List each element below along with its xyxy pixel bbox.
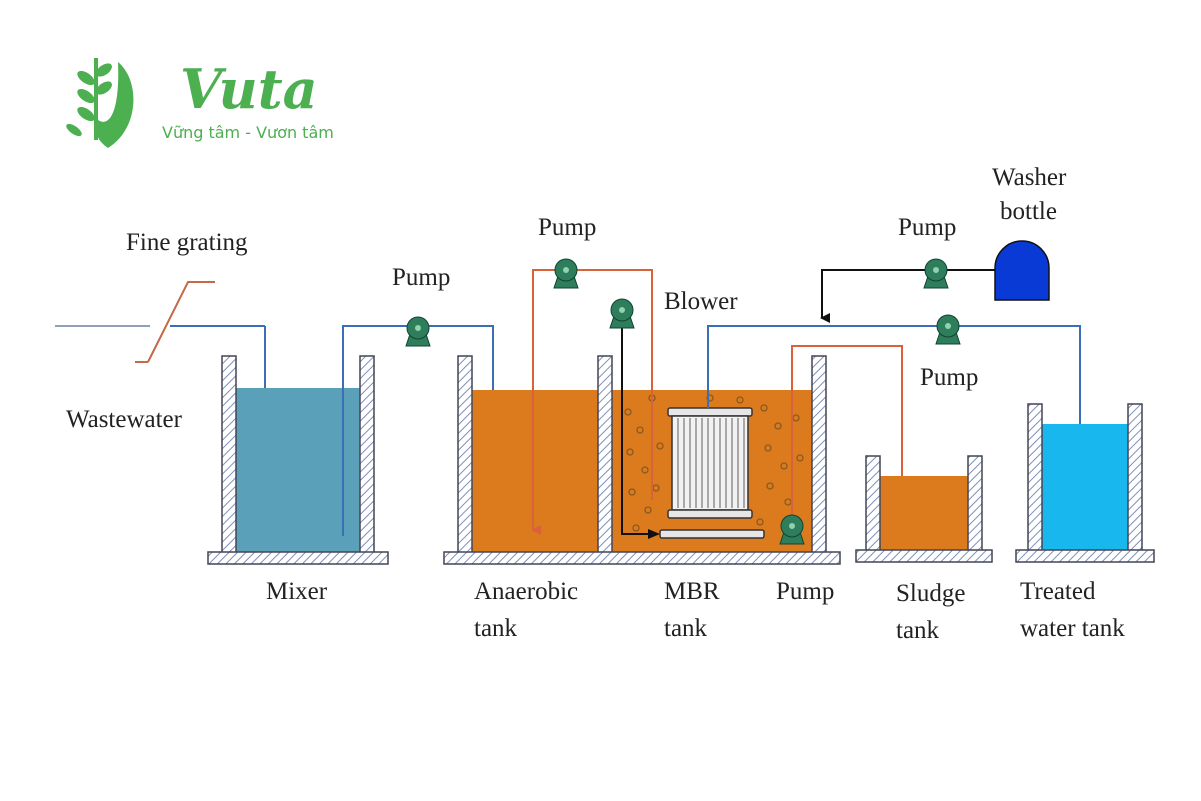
label-pump-washer: Pump: [898, 214, 956, 241]
mixer-tank: [207, 355, 389, 565]
sludge-contents: [880, 476, 968, 550]
pipe-sludge: [791, 345, 910, 535]
pump-icon: [923, 258, 949, 289]
label-washer: Washer: [992, 164, 1067, 191]
pump-icon: [779, 514, 805, 545]
label-blower: Blower: [664, 288, 738, 315]
aeration-bubbles: [624, 394, 804, 542]
label-pump-mixer: Pump: [392, 264, 450, 291]
anaerobic-mbr-tank: [443, 355, 841, 565]
diffuser-bar: [659, 529, 765, 539]
label-mixer: Mixer: [266, 578, 328, 605]
label-treated-water-tank: water tank: [1020, 615, 1125, 642]
pipe-recycle: [531, 269, 653, 535]
fine-grating: [135, 281, 215, 363]
label-pump-permeate: Pump: [920, 364, 978, 391]
brand-tagline: Vững tâm - Vươn tâm: [162, 123, 334, 142]
logo: Vuta Vững tâm - Vươn tâm: [66, 57, 334, 148]
label-bottle: bottle: [1000, 198, 1057, 225]
leaf-icon: [66, 58, 134, 148]
label-sludge: Sludge: [896, 580, 965, 607]
pump-icon: [935, 314, 961, 345]
blower-icon: [609, 298, 635, 329]
label-pump-sludge: Pump: [776, 578, 834, 605]
brand-name: Vuta: [180, 57, 318, 121]
label-pump-recycle: Pump: [538, 214, 596, 241]
pump-icon: [405, 316, 431, 347]
label-wastewater: Wastewater: [66, 406, 183, 433]
label-mbr: MBR: [664, 578, 720, 605]
mixer-water: [236, 388, 360, 552]
pipe-blower: [621, 325, 660, 539]
membrane-module: [659, 407, 765, 539]
label-treated: Treated: [1020, 578, 1096, 605]
pump-icon: [553, 258, 579, 289]
anaerobic-sludge: [472, 390, 600, 552]
pipe-washer: [820, 269, 995, 323]
washer-bottle-icon: [994, 240, 1050, 301]
label-anaerobic: Anaerobic: [474, 578, 578, 605]
label-sludge-tank: tank: [896, 617, 940, 644]
label-fine-grating: Fine grating: [126, 229, 248, 256]
label-anaerobic-tank: tank: [474, 615, 518, 642]
label-mbr-tank: tank: [664, 615, 708, 642]
sludge-tank: [855, 455, 993, 563]
treated-water: [1042, 424, 1128, 550]
treated-water-tank: [1015, 403, 1155, 563]
